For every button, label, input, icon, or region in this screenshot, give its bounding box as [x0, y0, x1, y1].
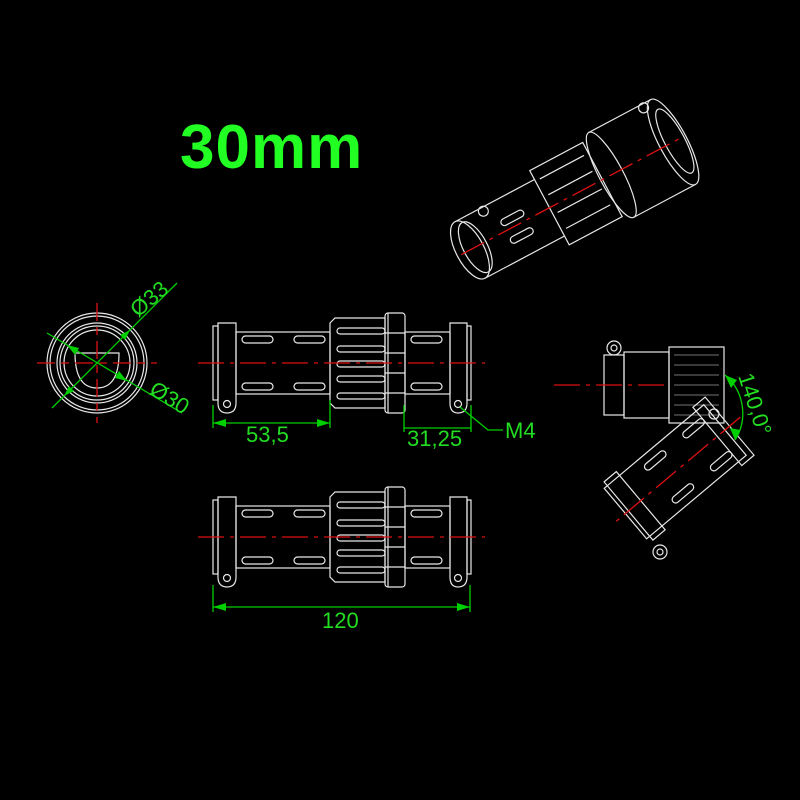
total-length-label: 120 [322, 608, 359, 633]
angle-label: 140,0° [733, 370, 777, 438]
thread-leader: M4 [459, 406, 536, 443]
outer-diameter-label: Ø33 [125, 276, 173, 322]
inner-diameter-label: Ø30 [145, 376, 194, 419]
dimension-total-length: 120 [212, 585, 471, 633]
front-view [197, 312, 486, 414]
right-length-label: 31,25 [407, 426, 462, 451]
isometric-view [449, 98, 700, 280]
title: 30mm [180, 113, 364, 182]
end-view [37, 282, 183, 423]
dimension-right-length: 31,25 [403, 405, 472, 451]
bent-view: 140,0° [554, 340, 777, 560]
dimension-left-length: 53,5 [212, 400, 331, 447]
thread-label: M4 [505, 418, 536, 443]
left-length-label: 53,5 [246, 422, 289, 447]
front-view-2 [197, 486, 486, 588]
